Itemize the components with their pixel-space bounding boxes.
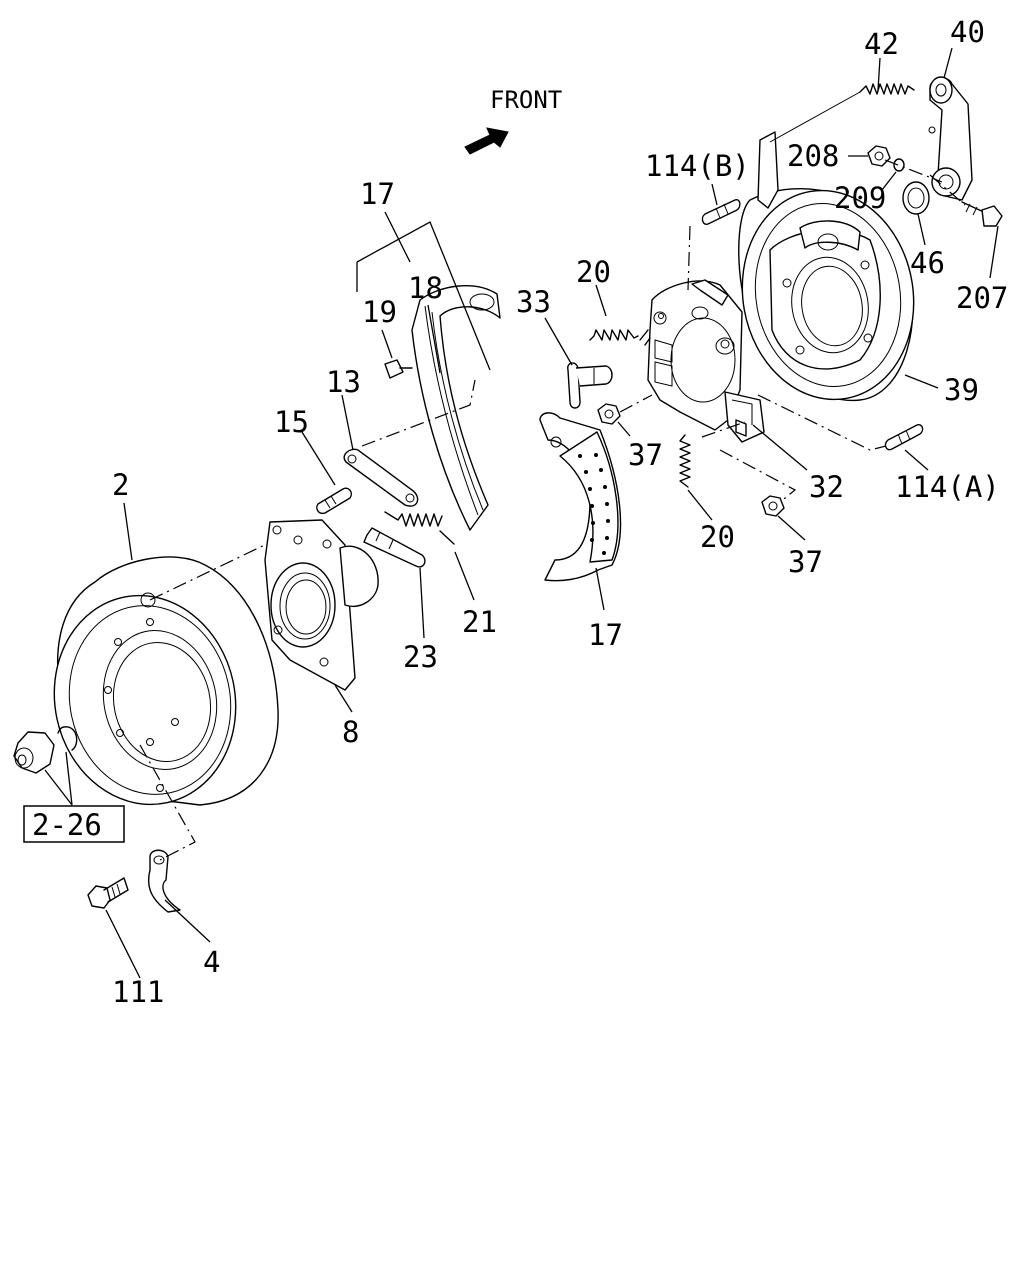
callout-20-top: 20 — [576, 255, 611, 289]
callout-17-top: 17 — [360, 177, 395, 211]
callout-23: 23 — [403, 640, 438, 674]
hub-nut — [13, 731, 55, 774]
spring-42 — [859, 83, 915, 95]
snap-ring — [57, 726, 78, 751]
nut-208 — [867, 145, 891, 167]
callout-40: 40 — [950, 15, 985, 49]
bolt-15 — [316, 487, 352, 515]
callout-4: 4 — [203, 945, 220, 979]
callout-33: 33 — [516, 285, 551, 319]
anchor-plate — [639, 279, 743, 431]
brake-shoe-18 — [411, 285, 501, 531]
callout-21: 21 — [462, 605, 497, 639]
bolt-111 — [87, 877, 129, 909]
callout-2: 2 — [112, 468, 129, 502]
nut-37-lower — [761, 495, 785, 517]
washer-209 — [893, 158, 905, 172]
callout-207: 207 — [956, 281, 1008, 315]
callout-8: 8 — [342, 715, 359, 749]
callout-20-bottom: 20 — [700, 520, 735, 554]
callout-18: 18 — [408, 271, 443, 305]
backing-plate-39 — [738, 131, 915, 402]
front-label: FRONT — [490, 86, 562, 114]
callout-17-bottom: 17 — [588, 618, 623, 652]
stud-114a — [884, 423, 924, 451]
spring-20-lower — [679, 434, 691, 488]
plate-4 — [147, 849, 181, 913]
spring-21 — [384, 511, 455, 545]
spring-20-upper — [589, 329, 639, 341]
front-direction-indicator: FRONT — [464, 86, 562, 155]
front-arrow-icon — [464, 127, 509, 155]
seal-46 — [902, 181, 930, 215]
brake-shoe-17 — [539, 412, 622, 582]
reference-box — [23, 805, 125, 843]
pin-23 — [363, 527, 426, 568]
callout-13: 13 — [326, 365, 361, 399]
bolt-207 — [961, 201, 1003, 227]
callout-46: 46 — [910, 246, 945, 280]
callout-37-upper: 37 — [628, 438, 663, 472]
hub-housing-8 — [264, 519, 379, 691]
callout-114b: 114(B) — [645, 149, 750, 183]
bracket-32 — [724, 391, 765, 443]
reference-box-label: 2-26 — [32, 808, 102, 842]
callout-42: 42 — [864, 27, 899, 61]
callout-114a: 114(A) — [895, 470, 1000, 504]
callout-32: 32 — [809, 470, 844, 504]
lever-40 — [928, 76, 973, 201]
callout-209: 209 — [834, 181, 886, 215]
link-13 — [343, 448, 419, 507]
pin-33 — [567, 362, 613, 409]
callout-19: 19 — [362, 295, 397, 329]
callout-208: 208 — [787, 139, 839, 173]
pin-19 — [384, 359, 413, 379]
callout-111: 111 — [112, 975, 164, 1009]
callout-37-lower: 37 — [788, 545, 823, 579]
callout-39: 39 — [944, 373, 979, 407]
stud-114b — [701, 199, 741, 225]
nut-37-upper — [597, 403, 621, 425]
brake-drum — [53, 556, 279, 806]
callout-15: 15 — [274, 405, 309, 439]
